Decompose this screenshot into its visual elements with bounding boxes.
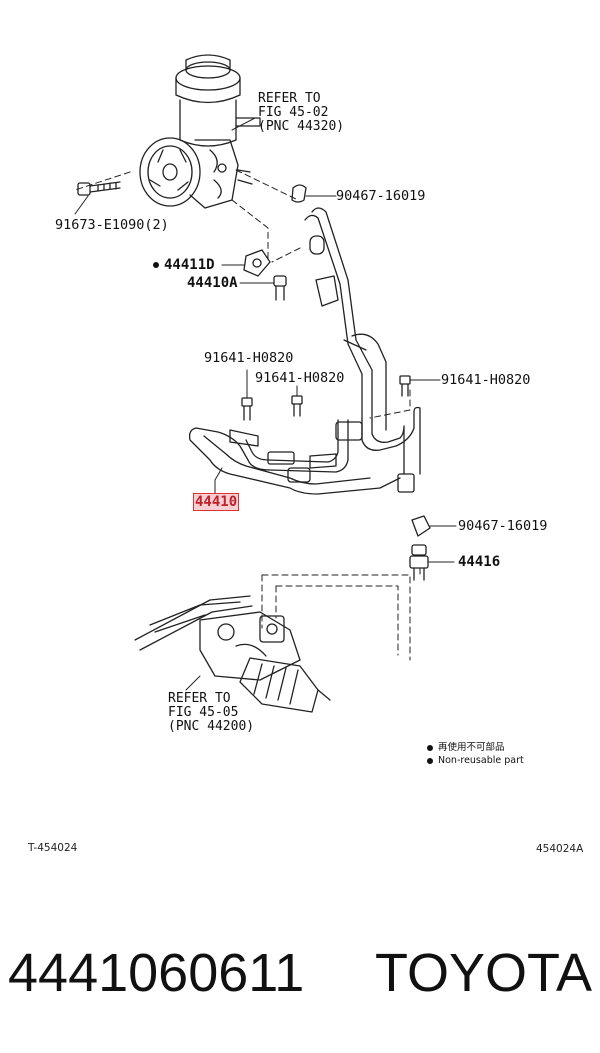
steering-rack (134, 595, 331, 713)
bolt-44410a (239, 275, 287, 301)
label-44416: 44416 (458, 554, 501, 570)
bolt-91641-left (241, 369, 253, 421)
bolt-91641-right (399, 375, 441, 397)
label-91673-e1090: 91673-E1090(2) (55, 217, 169, 233)
refer-pump-label: REFER TO FIG 45-02 (PNC 44320) (258, 91, 345, 134)
label-91641-mid: 91641-H0820 (255, 370, 345, 386)
label-91641-right: 91641-H0820 (441, 372, 531, 388)
label-90467-top: 90467-16019 (336, 188, 426, 204)
non-reusable-dot-icon (153, 262, 159, 268)
label-44411d: 44411D (153, 257, 215, 273)
parts-diagram (74, 54, 457, 713)
clip-90467-bottom (411, 515, 457, 537)
bolt-91641-mid (291, 385, 303, 417)
bracket-44411d (221, 249, 271, 277)
label-44410a: 44410A (187, 275, 238, 291)
legend-row-en: Non-reusable part (427, 754, 524, 767)
label-91641-left: 91641-H0820 (204, 350, 294, 366)
legend: 再使用不可部品 Non-reusable part (427, 741, 524, 767)
legend-row-jp: 再使用不可部品 (427, 741, 524, 754)
legend-dot-icon (427, 744, 433, 751)
figure-id-right: 454024A (536, 843, 584, 855)
refer-rack-label: REFER TO FIG 45-05 (PNC 44200) (168, 691, 255, 734)
clip-90467-top (291, 184, 337, 203)
footer: 4441060611 TOYOTA (8, 938, 592, 1008)
part-number: 4441060611 (8, 943, 305, 1003)
figure-id-left: T-454024 (28, 842, 78, 854)
label-44410-highlighted[interactable]: 44410 (193, 493, 240, 511)
power-steering-pump (139, 54, 261, 209)
union-44416 (409, 544, 455, 581)
brand-name: TOYOTA (374, 943, 592, 1003)
legend-dot-icon (427, 757, 433, 764)
label-90467-bottom: 90467-16019 (458, 518, 548, 534)
hose-assembly (188, 207, 421, 495)
bolt-91673 (74, 181, 121, 215)
